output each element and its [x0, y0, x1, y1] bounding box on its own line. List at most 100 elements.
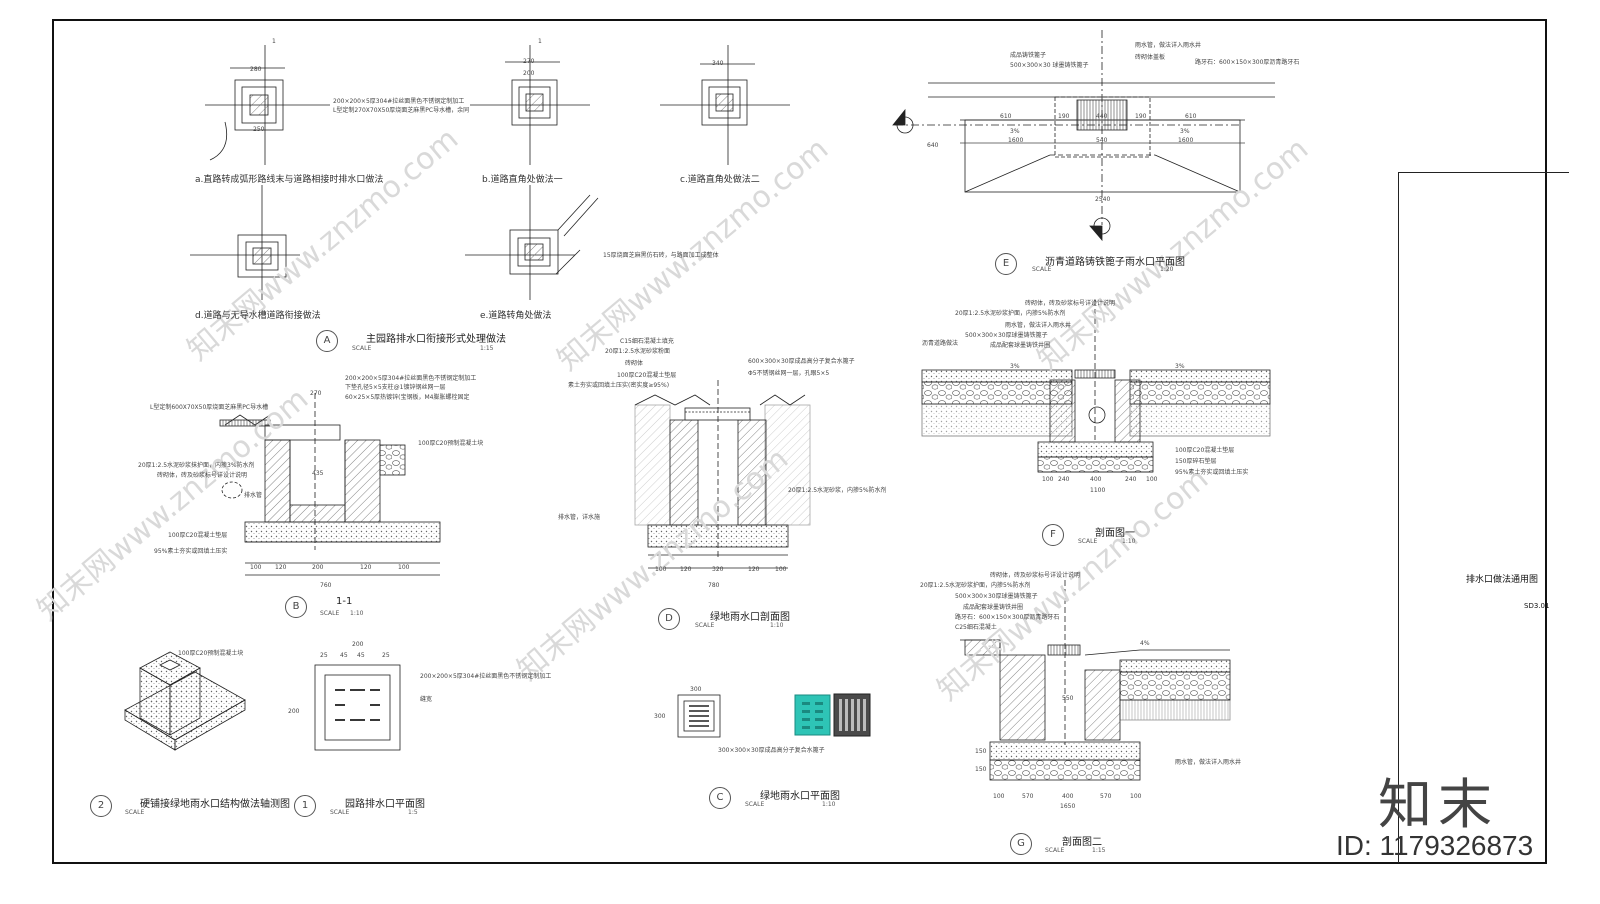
- note-f: 100厚C20混凝土垫层: [1175, 447, 1235, 454]
- dim-label: 150: [975, 748, 987, 755]
- dim-label: 1600: [1178, 137, 1194, 144]
- note-d: 排水管，详水施: [558, 514, 601, 521]
- dim-label: 640: [927, 142, 939, 149]
- dim-label: 270: [310, 390, 322, 397]
- dim-label: 100: [250, 564, 262, 571]
- note-b: 砖砌体，砖及砂浆标号详设计说明: [157, 472, 248, 479]
- note-g: C25细石混凝土: [955, 624, 997, 631]
- note-d: 20厚1:2.5水泥砂浆粉面: [605, 348, 671, 355]
- plan-e-drawing: [892, 30, 1275, 242]
- bubble-e: E: [995, 253, 1017, 275]
- section-d-title: 绿地雨水口剖面图: [710, 612, 790, 623]
- scale-label: SCALE: [352, 345, 372, 352]
- caption-b: b.道路直角处做法一: [482, 175, 563, 185]
- dim-label: 3%: [1010, 128, 1020, 135]
- note-f: 沥青道路做法: [922, 340, 959, 347]
- plan-b: [470, 45, 590, 165]
- scale-label: SCALE: [330, 809, 350, 816]
- axon-drawing: [124, 651, 246, 751]
- dim-label: 100: [993, 793, 1005, 800]
- bubble-c: C: [709, 787, 731, 809]
- dim-label: 200: [288, 708, 300, 715]
- title-block: [1398, 172, 1569, 863]
- note-e: 500×300×30 球墨铸铁篦子: [1010, 62, 1089, 69]
- dim-label: 200: [352, 641, 364, 648]
- scale-value: 1:10: [1122, 538, 1136, 545]
- section-b-title: 1-1: [336, 596, 353, 607]
- dim-label: 45: [340, 652, 348, 659]
- scale-value: 1:10: [350, 610, 364, 617]
- dim-label: 570: [1100, 793, 1112, 800]
- id-text: ID: 1179326873: [1336, 830, 1534, 861]
- note-g: 500×300×30厚球墨铸铁篦子: [955, 593, 1038, 600]
- dim-label: 300: [654, 713, 666, 720]
- section-d-drawing: [634, 380, 811, 569]
- scale-label: SCALE: [695, 622, 715, 629]
- dim-label: 3%: [1180, 128, 1190, 135]
- note-b: 下垫孔径5×5支柱@1镀锌钢丝网一层: [345, 384, 446, 391]
- dim-label: 280: [250, 66, 262, 73]
- caption-e: e.道路转角处做法: [480, 311, 552, 321]
- brand-logo: 知末: [1378, 773, 1498, 836]
- sheet-title: 排水口做法通用图: [1466, 575, 1539, 585]
- dim-label: 190: [1135, 113, 1147, 120]
- note-a2: L型定制270X70X50厚烧面芝麻黑PC导水槽，余同: [333, 107, 470, 114]
- note-b: 95%素土夯实或回填土压实: [154, 548, 228, 555]
- dim-label: 340: [712, 60, 724, 67]
- note-plan-c: 300×300×30厚成品高分子复合水篦子: [718, 747, 825, 754]
- section-g-drawing: [960, 580, 1231, 781]
- note-e: 路牙石：600×150×300厚沥青路牙石: [1195, 59, 1300, 66]
- bubble-1: 1: [294, 795, 316, 817]
- note-e: 成品铸铁篦子: [1010, 52, 1047, 59]
- note-d: 20厚1:2.5水泥砂浆，内掺5%防水剂: [788, 487, 887, 494]
- plan-e-title: 沥青道路铸铁篦子雨水口平面图: [1045, 257, 1185, 268]
- note-d: 砖砌体: [625, 360, 644, 367]
- note-b: 60×25×5厚热镀锌(宝钢板，M4膨胀螺栓固定: [345, 394, 470, 401]
- dim-label: 320: [712, 566, 724, 573]
- note-g: 砖砌体，砖及砂浆标号详设计说明: [990, 572, 1081, 579]
- dim-label: 25: [382, 652, 390, 659]
- bubble-g: G: [1010, 833, 1032, 855]
- note-g: 雨水管，做法详入雨水井: [1175, 759, 1242, 766]
- scale-label: SCALE: [320, 610, 340, 617]
- dim-label: 400: [1090, 476, 1102, 483]
- dim-label: 100: [1130, 793, 1142, 800]
- dim-label: 120: [680, 566, 692, 573]
- dim-label: 120: [748, 566, 760, 573]
- dim-label: 100: [1146, 476, 1158, 483]
- dim-label: 240: [1058, 476, 1070, 483]
- bubble-b: B: [285, 596, 307, 618]
- note-b: 20厚1:2.5水泥砂浆抹护面，内掺3%防水剂: [138, 462, 255, 469]
- note-d: 600×300×30厚成品高分子复合水篦子: [748, 358, 855, 365]
- plan-e: [465, 185, 599, 300]
- dim-label: 610: [1185, 113, 1197, 120]
- note-f: 雨水管，做法详入雨水井: [1005, 322, 1072, 329]
- dim-label: 760: [320, 582, 332, 589]
- dim-label: 2540: [1095, 196, 1111, 203]
- scale-label: SCALE: [1032, 266, 1052, 273]
- dim-label: 3%: [1175, 363, 1185, 370]
- scale-value: 1:10: [822, 801, 836, 808]
- dim-label: 150: [975, 766, 987, 773]
- scale-label: SCALE: [1078, 538, 1098, 545]
- plan-1-title: 园路排水口平面图: [345, 799, 425, 810]
- note-d: 素土夯实或回填土压实(密实度≥95%): [568, 382, 670, 389]
- bubble-f: F: [1042, 524, 1064, 546]
- scale-label: SCALE: [125, 809, 145, 816]
- scale-label: SCALE: [1045, 847, 1065, 854]
- note-f: 20厚1:2.5水泥砂浆护面，内掺5%防水剂: [955, 310, 1066, 317]
- note-e: 砖砌体盖板: [1135, 54, 1166, 61]
- note-b: 200×200×5厚304#拉丝面黑色不锈钢定制加工: [345, 375, 477, 382]
- note-b: 100厚C20混凝土垫层: [168, 532, 228, 539]
- dim-label: 540: [1096, 137, 1108, 144]
- dim-label: 100: [775, 566, 787, 573]
- dim-label: 1650: [1060, 803, 1076, 810]
- dim-label: 570: [1022, 793, 1034, 800]
- section-f-drawing: [921, 300, 1271, 473]
- dim-label: 550: [1062, 695, 1074, 702]
- note-d: 100厚C20混凝土垫层: [617, 372, 677, 379]
- note-a1: 200×200×5厚304#拉丝面黑色不锈钢定制加工: [333, 98, 465, 105]
- note-e: 雨水管，做法详入雨水井: [1135, 42, 1202, 49]
- dim-label: 100: [1042, 476, 1054, 483]
